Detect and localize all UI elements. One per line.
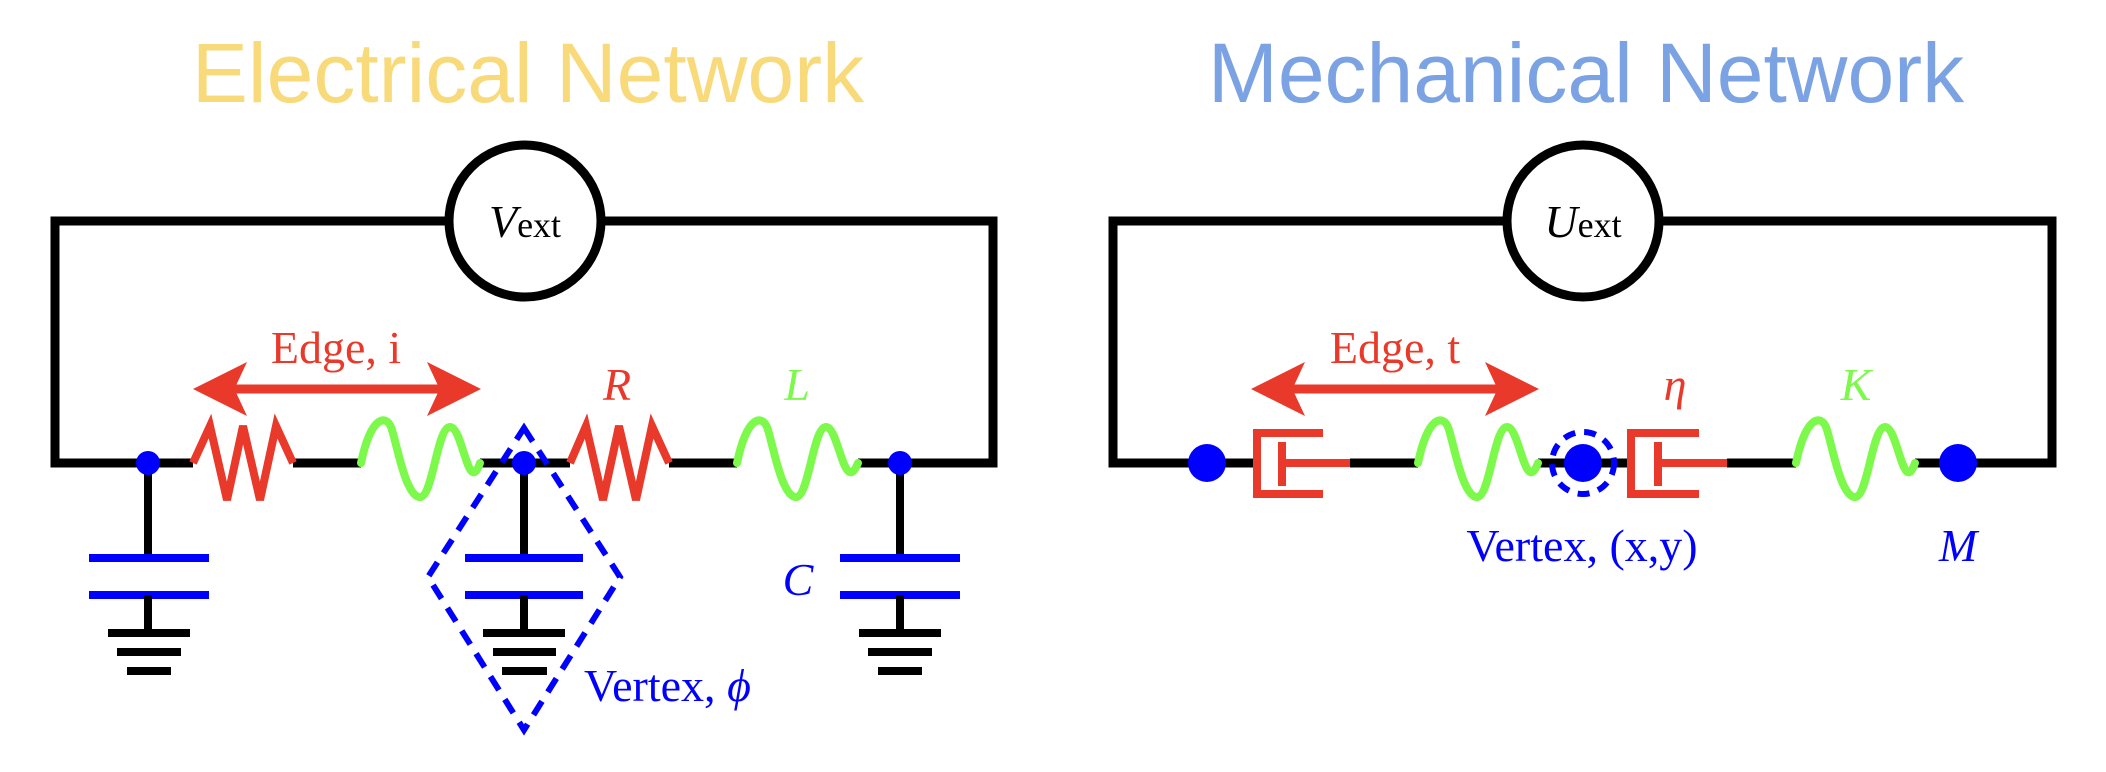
- inductor-label: L: [783, 359, 810, 410]
- node-3: [888, 451, 912, 475]
- force-source: Uext: [1502, 140, 1664, 302]
- mechanical-network: Mechanical Network Uext Edge, t η K: [1108, 26, 2057, 571]
- inductor-1: [357, 416, 484, 502]
- electrical-title: Electrical Network: [192, 26, 865, 120]
- dashpot-1: [1253, 429, 1350, 498]
- capacitor-2: [465, 463, 583, 675]
- capacitor-1: [89, 463, 209, 675]
- dashpot-2: [1627, 429, 1727, 498]
- capacitor-label: C: [783, 554, 815, 605]
- resistor-2: [566, 413, 673, 501]
- voltage-source: Vext: [444, 140, 606, 302]
- voltage-source-label: Vext: [489, 196, 561, 247]
- ground-icon: [483, 629, 565, 675]
- source-circle: [1502, 140, 1664, 302]
- electrical-network: Electrical Network Vext Edge, i R L: [50, 26, 998, 736]
- node-1: [136, 451, 160, 475]
- spring-1: [1414, 416, 1542, 502]
- vertex-label: Vertex, ϕ: [584, 660, 751, 711]
- spring-2: [1792, 416, 1919, 502]
- source-circle: [444, 140, 606, 302]
- inductor-2: [733, 416, 862, 502]
- edge-label: Edge, i: [271, 322, 401, 373]
- capacitor-3: [840, 463, 960, 675]
- mechanical-title: Mechanical Network: [1208, 26, 1965, 120]
- mass-node-3: [1939, 444, 1977, 482]
- vertex-highlight-circle: [1549, 429, 1617, 497]
- spring-label: K: [1840, 359, 1874, 410]
- vertex-label: Vertex, (x,y): [1466, 520, 1697, 571]
- mass-node-2: [1564, 444, 1602, 482]
- dashpot-label: η: [1664, 359, 1687, 410]
- mass-node-1: [1188, 444, 1226, 482]
- node-2: [512, 451, 536, 475]
- force-source-label: Uext: [1544, 196, 1621, 247]
- resistor-label: R: [602, 359, 631, 410]
- vertex-highlight-diamond: [424, 422, 624, 736]
- edge-label: Edge, t: [1330, 322, 1461, 373]
- mass-label: M: [1938, 520, 1980, 571]
- resistor-1: [189, 413, 297, 501]
- ground-icon: [108, 629, 190, 675]
- ground-icon: [859, 629, 941, 675]
